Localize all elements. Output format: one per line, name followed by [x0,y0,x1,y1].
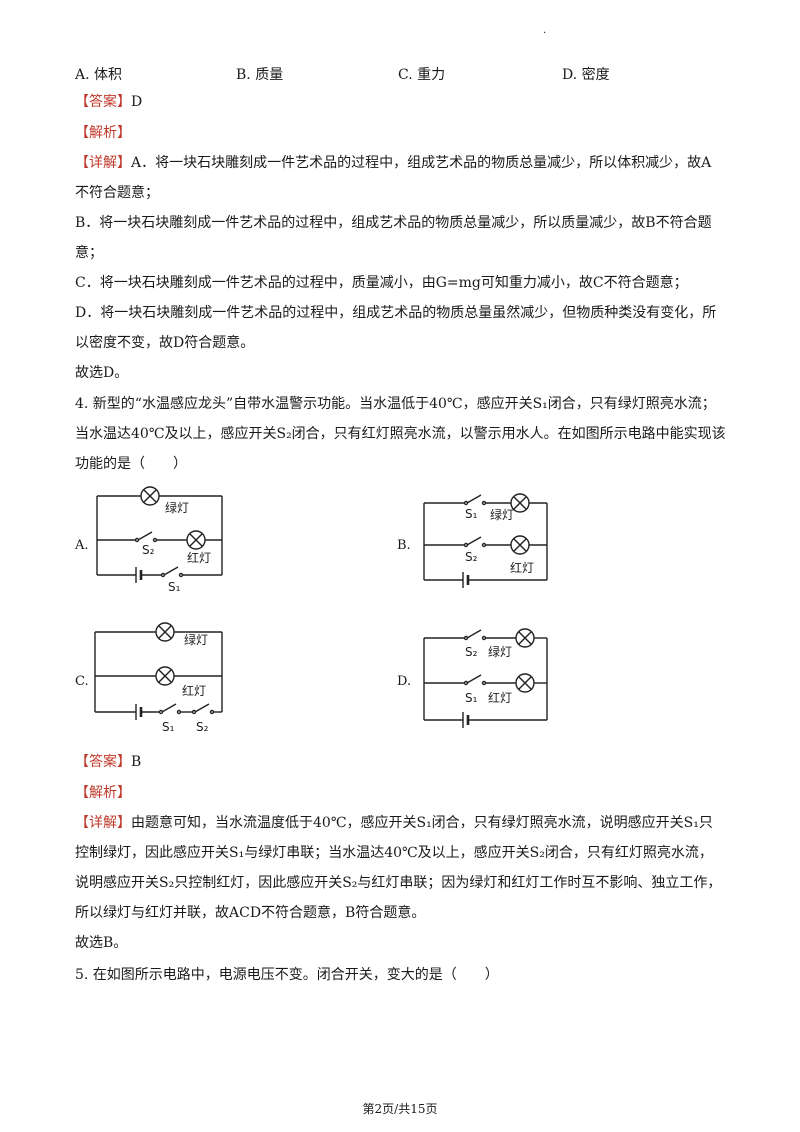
q4-conclusion: 故选B。 [75,935,128,951]
answer-value: B [131,754,142,770]
q4-stem-line: 4. 新型的“水温感应龙头”自带水温警示功能。当水温低于40℃，感应开关S₁闭合… [75,396,716,412]
q4-detail-line: 所以绿灯与红灯并联，故ACD不符合题意，B符合题意。 [75,905,426,921]
q3-detail-line: 不符合题意； [75,185,159,201]
q3-detail-line: 意； [75,245,103,261]
red-lamp-label: 红灯 [510,560,534,575]
q3-detail-line: 【详解】A．将一块石块雕刻成一件艺术品的过程中，组成艺术品的物质总量减少，所以体… [75,153,711,173]
q4-option-d-letter: D. [397,674,412,689]
q4-option-b-letter: B. [397,538,411,553]
detail-text: A．将一块石块雕刻成一件艺术品的过程中，组成艺术品的物质总量减少，所以体积减少，… [131,155,712,171]
s1-label: S₁ [465,507,478,521]
green-lamp-label: 绿灯 [488,644,512,659]
answer-label: 【答案】 [75,754,131,770]
green-lamp-label: 绿灯 [490,507,514,522]
q4-stem-line: 当水温达40℃及以上，感应开关S₂闭合，只有红灯照亮水流，以警示用水人。在如图所… [75,426,726,442]
green-lamp-label: 绿灯 [184,632,208,647]
q3-option-b: B. 质量 [236,67,284,83]
s2-label: S₂ [196,720,209,734]
s2-label: S₂ [142,543,155,557]
s2-label: S₂ [465,550,478,564]
red-lamp-label: 红灯 [182,683,206,698]
detail-text: 由题意可知，当水流温度低于40℃，感应开关S₁闭合，只有绿灯照亮水流，说明感应开… [131,815,713,831]
detail-label: 【详解】 [75,155,131,171]
q3-option-d: D. 密度 [562,67,610,83]
page-mark: · [543,28,547,39]
q3-analysis-label: 【解析】 [75,125,131,141]
s1-label: S₁ [162,720,175,734]
q4-analysis-label: 【解析】 [75,785,131,801]
q4-detail-line: 【详解】由题意可知，当水流温度低于40℃，感应开关S₁闭合，只有绿灯照亮水流，说… [75,813,713,833]
q4-stem-line: 功能的是（ ） [75,456,187,472]
s1-label: S₁ [465,691,478,705]
q3-detail-line: C．将一块石块雕刻成一件艺术品的过程中，质量减小，由G=mg可知重力减小，故C不… [75,275,688,291]
red-lamp-label: 红灯 [187,550,211,565]
red-lamp-label: 红灯 [488,690,512,705]
s1-label: S₁ [168,580,181,594]
q3-option-a: A. 体积 [75,67,123,83]
q4-option-c-letter: C. [75,674,89,689]
q3-detail-line: 以密度不变，故D符合题意。 [75,335,255,351]
detail-label: 【详解】 [75,815,131,831]
q3-detail-line: B．将一块石块雕刻成一件艺术品的过程中，组成艺术品的物质总量减少，所以质量减少，… [75,215,712,231]
answer-label: 【答案】 [75,94,131,110]
q3-detail-line: D．将一块石块雕刻成一件艺术品的过程中，组成艺术品的物质总量虽然减少，但物质种类… [75,305,717,321]
q3-conclusion: 故选D。 [75,365,129,381]
q4-option-a-letter: A. [75,538,89,553]
q3-answer: 【答案】D [75,92,142,112]
q5-stem: 5. 在如图所示电路中，电源电压不变。闭合开关，变大的是（ ） [75,967,499,983]
q4-detail-line: 控制绿灯，因此感应开关S₁与绿灯串联；当水温达40℃及以上，感应开关S₂闭合，只… [75,845,713,861]
q4-detail-line: 说明感应开关S₂只控制红灯，因此感应开关S₂与红灯串联；因为绿灯和红灯工作时互不… [75,875,722,891]
q4-answer: 【答案】B [75,752,141,772]
page-footer: 第2页/共15页 [362,1102,438,1116]
answer-value: D [131,94,143,110]
q3-option-c: C. 重力 [398,67,446,83]
green-lamp-label: 绿灯 [165,500,189,515]
s2-label: S₂ [465,645,478,659]
